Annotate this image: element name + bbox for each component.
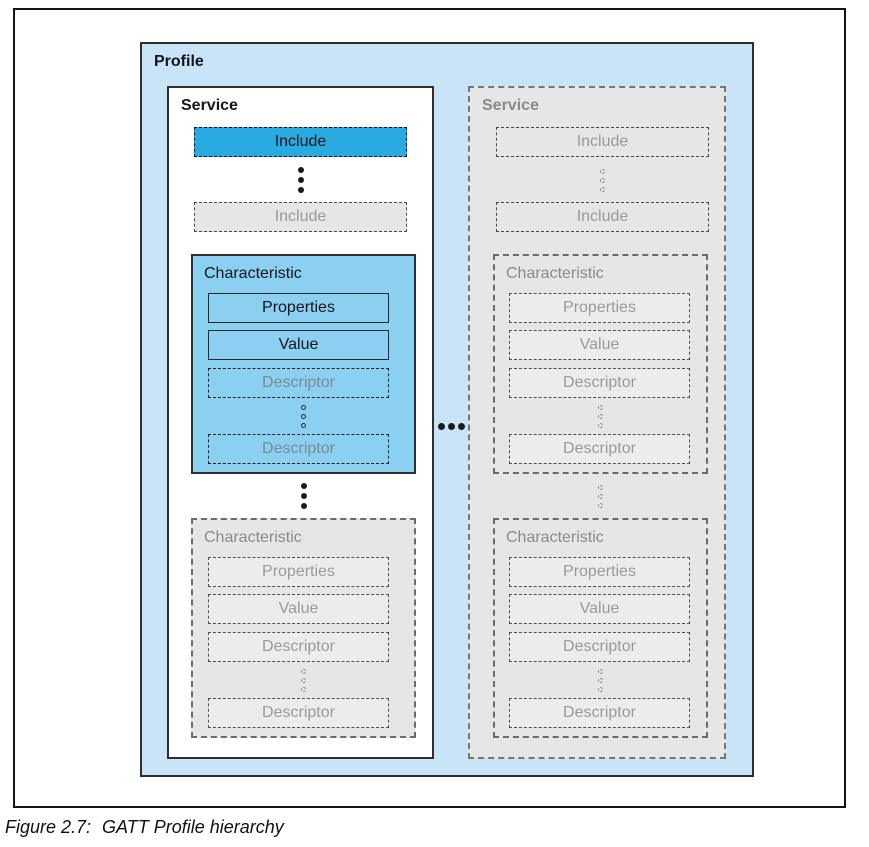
hollow-dot-icon [600,177,605,183]
properties-box: Properties [509,557,690,587]
hollow-dot-icon [598,493,603,499]
properties-label: Properties [262,563,335,580]
hollow-dot-icon [598,422,603,428]
dot-icon [447,422,455,430]
service-inactive-label: Service [482,97,539,114]
hollow-dot-icon [598,404,603,410]
characteristic-box-inactive: Characteristic Properties Value Descript… [493,518,708,738]
service-active-label: Service [181,97,238,114]
hollow-dot-icon [598,686,603,692]
characteristic-box-active: Characteristic Properties Value Descript… [191,254,416,474]
descriptor-label: Descriptor [262,374,335,391]
properties-box: Properties [208,557,389,587]
value-box: Value [208,594,389,624]
dot-icon [297,177,304,183]
hollow-dot-icon [598,668,603,674]
dot-icon [300,483,307,489]
ellipsis-vertical-icon [191,478,416,514]
properties-label: Properties [262,299,335,316]
descriptor-box: Descriptor [208,698,389,728]
characteristic-inactive-label: Characteristic [204,529,302,546]
hollow-dot-icon [301,404,306,410]
hollow-dot-icon [598,484,603,490]
include-box-inactive: Include [194,202,407,232]
figure-frame: Profile Service Include Include Characte… [13,8,846,808]
figure-caption-number: Figure 2.7: [5,817,92,837]
descriptor-box: Descriptor [509,698,690,728]
dot-icon [300,493,307,499]
properties-label: Properties [563,563,636,580]
ellipsis-vertical-hollow-icon [193,665,414,695]
descriptor-label: Descriptor [563,704,636,721]
value-box: Value [509,594,690,624]
hollow-dot-icon [598,677,603,683]
value-label: Value [278,600,319,617]
value-label: Value [579,336,620,353]
descriptor-box: Descriptor [509,434,690,464]
figure-caption: Figure 2.7: GATT Profile hierarchy [5,817,284,838]
value-box: Value [208,330,389,360]
profile-label: Profile [154,53,204,70]
dot-icon [437,422,445,430]
dot-icon [300,503,307,509]
include-box-inactive: Include [496,202,709,232]
ellipsis-vertical-hollow-icon [193,401,414,431]
include-label: Include [576,133,629,150]
characteristic-box-inactive: Characteristic Properties Value Descript… [493,254,708,474]
hollow-dot-icon [301,686,306,692]
dot-icon [297,167,304,173]
service-box-active: Service Include Include Characteristic P… [167,86,434,759]
figure-caption-title: GATT Profile hierarchy [102,817,284,837]
hollow-dot-icon [600,186,605,192]
descriptor-box: Descriptor [208,368,389,398]
hollow-dot-icon [301,668,306,674]
hollow-dot-icon [598,502,603,508]
include-box-active: Include [194,127,407,157]
descriptor-label: Descriptor [262,638,335,655]
include-label: Include [576,208,629,225]
descriptor-box: Descriptor [509,368,690,398]
descriptor-box: Descriptor [208,434,389,464]
value-label: Value [278,336,319,353]
characteristic-label: Characteristic [506,529,604,546]
characteristic-label: Characteristic [506,265,604,282]
hollow-dot-icon [600,168,605,174]
value-box: Value [509,330,690,360]
dot-icon [457,422,465,430]
value-label: Value [579,600,620,617]
descriptor-label: Descriptor [563,374,636,391]
properties-label: Properties [563,299,636,316]
include-active-label: Include [274,133,327,150]
characteristic-box-inactive: Characteristic Properties Value Descript… [191,518,416,738]
descriptor-box: Descriptor [208,632,389,662]
hollow-dot-icon [301,422,306,428]
ellipsis-vertical-hollow-icon [495,665,706,695]
ellipsis-vertical-hollow-icon [496,162,709,198]
properties-box: Properties [509,293,690,323]
descriptor-label: Descriptor [262,704,335,721]
ellipsis-vertical-hollow-icon [495,401,706,431]
profile-box: Profile Service Include Include Characte… [140,42,754,777]
hollow-dot-icon [301,677,306,683]
hollow-dot-icon [598,413,603,419]
ellipsis-vertical-hollow-icon [493,478,708,514]
descriptor-label: Descriptor [262,440,335,457]
include-inactive-label: Include [274,208,327,225]
descriptor-label: Descriptor [563,440,636,457]
ellipsis-horizontal-icon [434,419,468,433]
ellipsis-vertical-icon [194,162,407,198]
descriptor-label: Descriptor [563,638,636,655]
characteristic-active-label: Characteristic [204,265,302,282]
dot-icon [297,187,304,193]
descriptor-box: Descriptor [509,632,690,662]
hollow-dot-icon [301,413,306,419]
include-box-inactive: Include [496,127,709,157]
properties-box: Properties [208,293,389,323]
service-box-inactive: Service Include Include Characteristic P… [468,86,726,759]
